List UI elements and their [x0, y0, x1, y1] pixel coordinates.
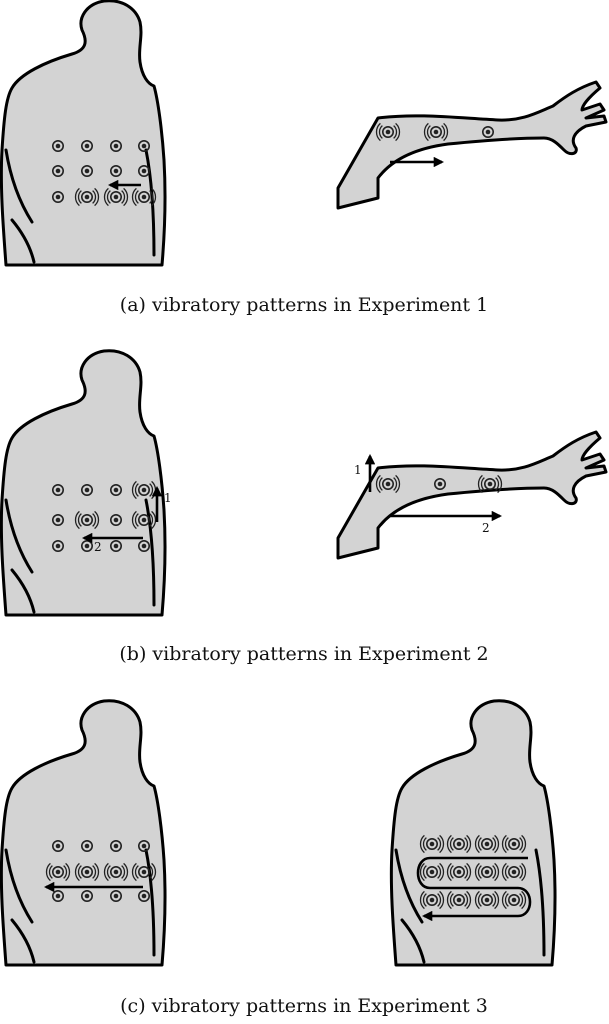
tactor-icon	[51, 191, 64, 204]
tactor-icon	[81, 140, 94, 153]
caption-c: (c) vibratory patterns in Experiment 3	[120, 995, 488, 1017]
tactor-icon	[51, 890, 64, 903]
tactor-grid-c-right	[419, 834, 527, 910]
vibrating-tactor-icon	[103, 187, 129, 207]
back-figure-c-right	[389, 699, 557, 967]
vibrating-tactor-icon	[45, 862, 71, 882]
step-label-b-arm-1: 1	[354, 463, 362, 477]
tactor-grid-a	[51, 140, 157, 207]
snake-path-c-right	[416, 856, 532, 922]
vibrating-tactor-icon	[103, 862, 129, 882]
tactor-icon	[51, 484, 64, 497]
vibrating-tactor-icon	[131, 187, 157, 207]
tactor-icon	[110, 140, 123, 153]
step-label-b-back-1: 1	[164, 491, 172, 505]
vibrating-tactor-icon	[375, 474, 401, 494]
vibrating-tactor-icon	[419, 890, 445, 910]
tactor-icon	[138, 540, 151, 553]
back-figure-b: 1 2	[0, 349, 172, 617]
panel-c: (c) vibratory patterns in Experiment 3	[0, 699, 557, 1017]
vibrating-tactor-icon	[419, 862, 445, 882]
tactor-icon	[434, 478, 447, 490]
tactor-icon	[51, 514, 64, 527]
vibrating-tactor-icon	[446, 834, 472, 854]
panel-b: 1 2 1 2 (b) vibratory patterns in Experi…	[0, 349, 608, 665]
arm-figure-b: 1 2	[336, 430, 608, 560]
tactor-icon	[138, 890, 151, 903]
vibrating-tactor-icon	[74, 510, 100, 530]
vibrating-tactor-icon	[375, 122, 401, 142]
vibrating-tactor-icon	[131, 510, 157, 530]
vibrating-tactor-icon	[477, 474, 503, 494]
tactor-icon	[51, 540, 64, 553]
caption-a: (a) vibratory patterns in Experiment 1	[120, 294, 488, 316]
vibrating-tactor-icon	[446, 862, 472, 882]
vibrating-tactor-icon	[423, 122, 449, 142]
vibrating-tactor-icon	[74, 862, 100, 882]
tactor-icon	[138, 165, 151, 178]
tactor-icon	[110, 165, 123, 178]
vibrating-tactor-icon	[474, 834, 500, 854]
panel-a: (a) vibratory patterns in Experiment 1	[0, 0, 608, 316]
vibrating-tactor-icon	[74, 187, 100, 207]
tactor-icon	[51, 165, 64, 178]
tactor-grid-b	[51, 480, 157, 553]
vibrating-tactor-icon	[419, 834, 445, 854]
arm-figure-a	[336, 80, 608, 210]
step-label-b-arm-2: 2	[482, 521, 490, 535]
tactor-icon	[81, 165, 94, 178]
tactor-icon	[81, 840, 94, 853]
vibrating-tactor-icon	[501, 862, 527, 882]
tactor-row-a-arm	[375, 122, 495, 142]
step-label-b-back-2: 2	[94, 540, 102, 554]
tactor-icon	[482, 126, 495, 138]
tactor-icon	[110, 840, 123, 853]
tactor-icon	[81, 890, 94, 903]
vibrating-tactor-icon	[446, 890, 472, 910]
vibrating-tactor-icon	[131, 862, 157, 882]
tactor-icon	[138, 840, 151, 853]
vibrating-tactor-icon	[501, 890, 527, 910]
tactor-icon	[110, 514, 123, 527]
tactor-icon	[110, 484, 123, 497]
back-figure-a	[0, 0, 167, 267]
tactor-icon	[138, 140, 151, 153]
vibrating-tactor-icon	[501, 834, 527, 854]
tactor-icon	[81, 484, 94, 497]
vibrating-tactor-icon	[474, 862, 500, 882]
tactor-icon	[51, 140, 64, 153]
tactor-row-b-arm	[375, 474, 503, 494]
tactor-icon	[110, 890, 123, 903]
vibrating-tactor-icon	[474, 890, 500, 910]
tactor-grid-c-left	[45, 840, 157, 903]
tactor-icon	[51, 840, 64, 853]
back-figure-c-left	[0, 699, 167, 967]
tactor-icon	[110, 540, 123, 553]
caption-b: (b) vibratory patterns in Experiment 2	[119, 643, 488, 665]
